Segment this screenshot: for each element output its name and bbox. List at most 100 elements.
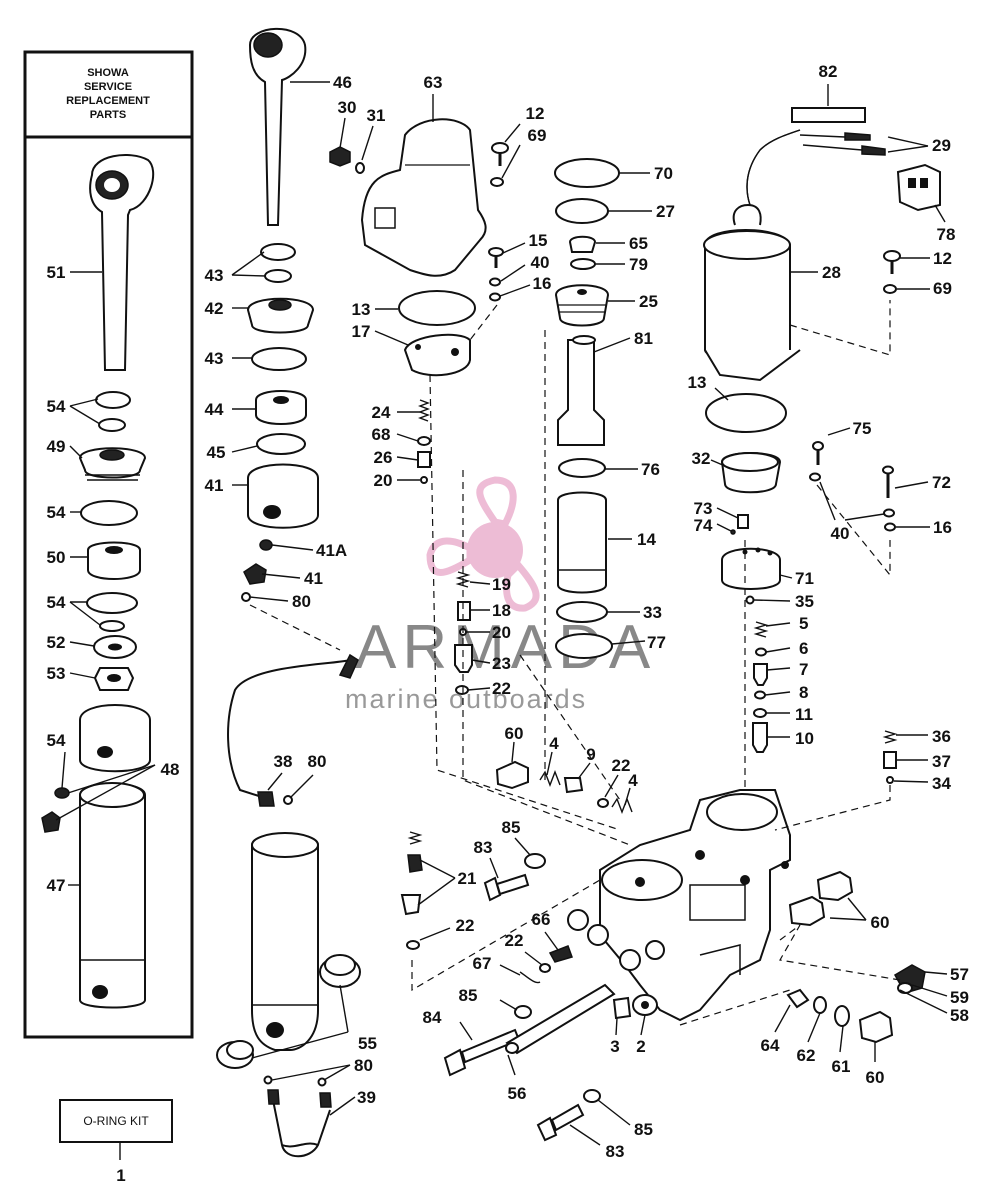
washer-40-mid <box>489 277 501 287</box>
label-72: 72 <box>932 473 951 492</box>
label-25: 25 <box>639 292 658 311</box>
housing-48 <box>79 704 151 773</box>
label-41-lower: 41 <box>304 569 323 588</box>
label-54-lower: 54 <box>47 593 66 612</box>
valve-37 <box>883 751 897 769</box>
washer-40-far <box>883 508 895 518</box>
mount-bosses <box>567 909 665 971</box>
valve-26 <box>417 451 431 468</box>
oring-77 <box>555 633 613 659</box>
label-14: 14 <box>637 530 656 549</box>
spring-36 <box>882 730 898 744</box>
label-83-top: 83 <box>474 838 493 857</box>
label-40-mid: 40 <box>531 253 550 272</box>
label-41: 41 <box>205 476 224 495</box>
plugs-60-right <box>788 870 854 927</box>
spring-4-a <box>539 770 561 787</box>
bolt-83-b <box>536 1103 585 1142</box>
valve-41A <box>259 539 273 551</box>
label-36: 36 <box>932 727 951 746</box>
label-85-mid: 85 <box>459 986 478 1005</box>
label-7: 7 <box>799 660 808 679</box>
wire-29 <box>799 132 886 156</box>
bolt-83-a <box>483 873 530 902</box>
hydraulic-line <box>227 659 351 799</box>
label-84: 84 <box>423 1008 442 1027</box>
label-75: 75 <box>853 419 872 438</box>
label-54-bottom: 54 <box>47 731 66 750</box>
label-60-right: 60 <box>871 913 890 932</box>
label-42: 42 <box>205 299 224 318</box>
label-80-mid: 80 <box>308 752 327 771</box>
label-16-mid: 16 <box>533 274 552 293</box>
label-73: 73 <box>694 499 713 518</box>
label-20-top: 20 <box>374 471 393 490</box>
label-11: 11 <box>795 705 813 724</box>
piston-18 <box>457 601 471 621</box>
piston-44 <box>255 390 307 425</box>
ball-34 <box>886 776 894 784</box>
label-39: 39 <box>357 1088 376 1107</box>
cap-65 <box>568 235 597 253</box>
valve-7 <box>753 663 768 686</box>
label-78: 78 <box>937 225 956 244</box>
parts-21 <box>400 831 423 916</box>
oring-43-small <box>264 269 292 283</box>
oring-kit-box <box>59 1099 173 1143</box>
label-65: 65 <box>629 234 648 253</box>
label-13-mid: 13 <box>352 300 371 319</box>
label-74: 74 <box>694 516 713 535</box>
oring-31 <box>355 162 365 174</box>
spring-5 <box>753 621 769 638</box>
label-49: 49 <box>47 437 66 456</box>
label-10: 10 <box>795 729 814 748</box>
motor-28 <box>703 129 801 382</box>
line-fitting-top <box>338 653 359 679</box>
label-52: 52 <box>47 633 66 652</box>
label-53: 53 <box>47 664 66 683</box>
label-79: 79 <box>629 255 648 274</box>
fitting-66 <box>548 945 573 963</box>
reservoir-cover-63 <box>360 118 487 277</box>
label-22-low: 22 <box>456 916 475 935</box>
box-title-line-1: SHOWA <box>87 67 129 79</box>
sleeve-14 <box>557 491 607 594</box>
clip-67 <box>519 971 541 984</box>
oring-22-d <box>539 963 551 973</box>
seal-16-mid <box>489 292 501 302</box>
fitting-54-small <box>41 787 70 833</box>
cap-25 <box>554 284 610 327</box>
label-54-mid: 54 <box>47 503 66 522</box>
washer-85-c <box>583 1089 601 1103</box>
label-6: 6 <box>799 639 808 658</box>
ball-74 <box>730 529 736 535</box>
oring-8 <box>754 690 766 700</box>
oring-22-a <box>455 685 469 695</box>
box-title-line-4: PARTS <box>90 109 126 121</box>
label-48: 48 <box>161 760 180 779</box>
label-4-b: 4 <box>628 771 638 790</box>
label-56: 56 <box>508 1084 527 1103</box>
label-45: 45 <box>207 443 226 462</box>
spring-4-b <box>611 797 633 814</box>
box-title-line-2: SERVICE <box>84 81 132 93</box>
fitting-41 <box>243 563 267 585</box>
label-17: 17 <box>352 322 371 341</box>
valve-60-left <box>495 760 529 790</box>
label-69-right: 69 <box>933 279 952 298</box>
label-50: 50 <box>47 548 66 567</box>
screw-12-mid <box>491 142 509 166</box>
piston-rod-51 <box>89 154 155 371</box>
label-12-right: 12 <box>933 249 952 268</box>
seal-54-top <box>95 391 131 432</box>
bushing-55-left <box>216 1040 254 1069</box>
bushing-2 <box>632 994 658 1016</box>
bolt-84 <box>443 1028 521 1077</box>
label-41A: 41A <box>316 541 347 560</box>
tilt-rod-46 <box>248 27 307 226</box>
spring-24 <box>418 399 430 422</box>
oring-79 <box>570 258 596 270</box>
label-60-mid: 60 <box>505 724 524 743</box>
oring-70 <box>554 158 620 188</box>
